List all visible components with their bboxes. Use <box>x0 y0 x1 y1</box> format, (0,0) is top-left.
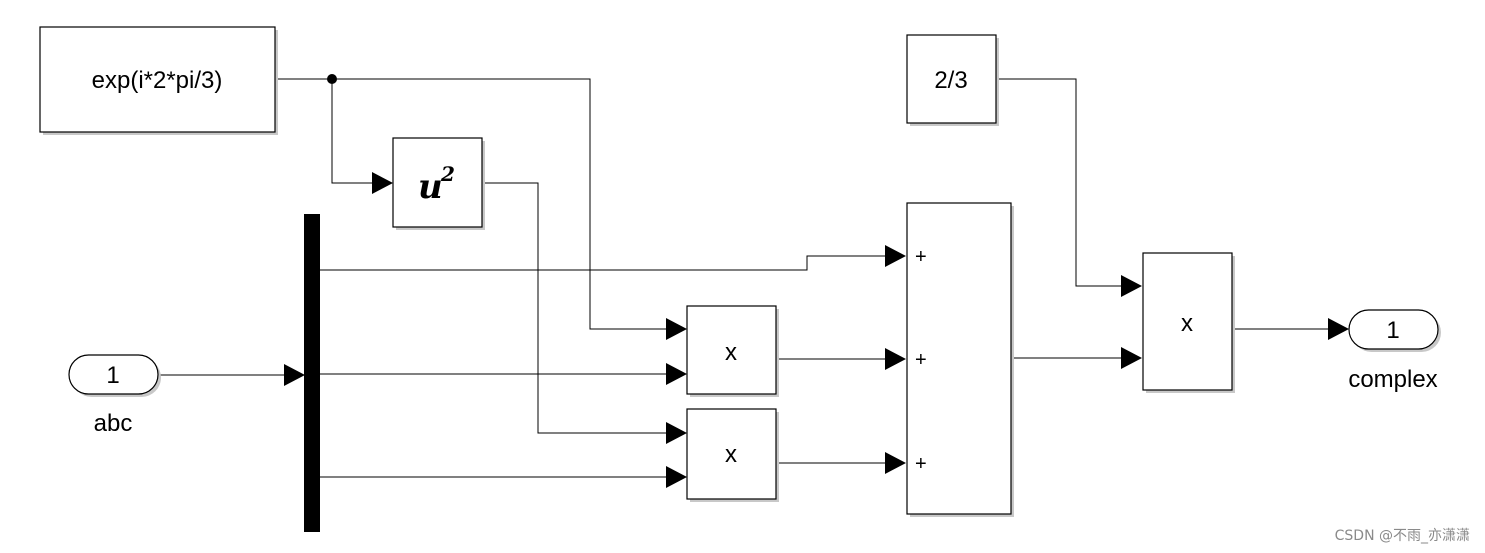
square-exponent-label: 2 <box>440 162 455 186</box>
product-out-label: x <box>1181 310 1193 337</box>
sum-sign-1: + <box>915 246 927 268</box>
arrow-sum-in2 <box>885 348 906 370</box>
arrow-product-out-in1 <box>1121 275 1142 297</box>
exp-constant-block[interactable]: exp(i*2*pi/3) <box>39 26 278 135</box>
signal-lines <box>158 78 1330 478</box>
inport-block[interactable]: 1 <box>68 354 161 397</box>
product-out-block[interactable]: x <box>1142 252 1235 393</box>
product-top-label: x <box>725 339 737 366</box>
arrow-product-bottom-in1 <box>666 422 687 444</box>
arrow-product-bottom-in2 <box>666 466 687 488</box>
arrow-outport-in <box>1328 318 1349 340</box>
arrow-sum-in3 <box>885 452 906 474</box>
sum-sign-3: + <box>915 453 927 475</box>
square-math-block[interactable]: u 2 <box>392 137 485 230</box>
outport-number: 1 <box>1386 317 1399 344</box>
outport-block[interactable]: 1 <box>1348 309 1441 352</box>
demux-bar[interactable] <box>304 214 320 532</box>
outport-label: complex <box>1348 366 1437 393</box>
arrow-demux-in <box>284 364 305 386</box>
sum-block[interactable]: + + + <box>906 202 1014 517</box>
arrow-square-in <box>372 172 393 194</box>
inport-label: abc <box>94 410 133 437</box>
arrow-product-top-in1 <box>666 318 687 340</box>
exp-constant-label: exp(i*2*pi/3) <box>92 67 223 94</box>
square-base-label: u <box>418 167 443 207</box>
arrow-product-top-in2 <box>666 363 687 385</box>
watermark-text: CSDN @不雨_亦潇潇 <box>1335 528 1470 544</box>
wire-square-to-product-bottom <box>482 182 668 434</box>
wire-gain-to-product-out <box>997 78 1122 287</box>
arrowheads <box>284 172 1349 488</box>
sum-sign-2: + <box>915 349 927 371</box>
gain-constant-label: 2/3 <box>934 67 967 94</box>
inport-number: 1 <box>106 362 119 389</box>
arrow-product-out-in2 <box>1121 347 1142 369</box>
wire-exp-to-square <box>331 79 372 184</box>
wire-exp-to-product-top <box>332 78 668 330</box>
arrow-sum-in1 <box>885 245 906 267</box>
branch-point <box>327 74 337 84</box>
gain-constant-block[interactable]: 2/3 <box>906 34 999 126</box>
product-top-block[interactable]: x <box>686 305 779 397</box>
wire-demux-a-to-sum <box>320 255 886 271</box>
product-bottom-label: x <box>725 441 737 468</box>
product-bottom-block[interactable]: x <box>686 408 779 502</box>
